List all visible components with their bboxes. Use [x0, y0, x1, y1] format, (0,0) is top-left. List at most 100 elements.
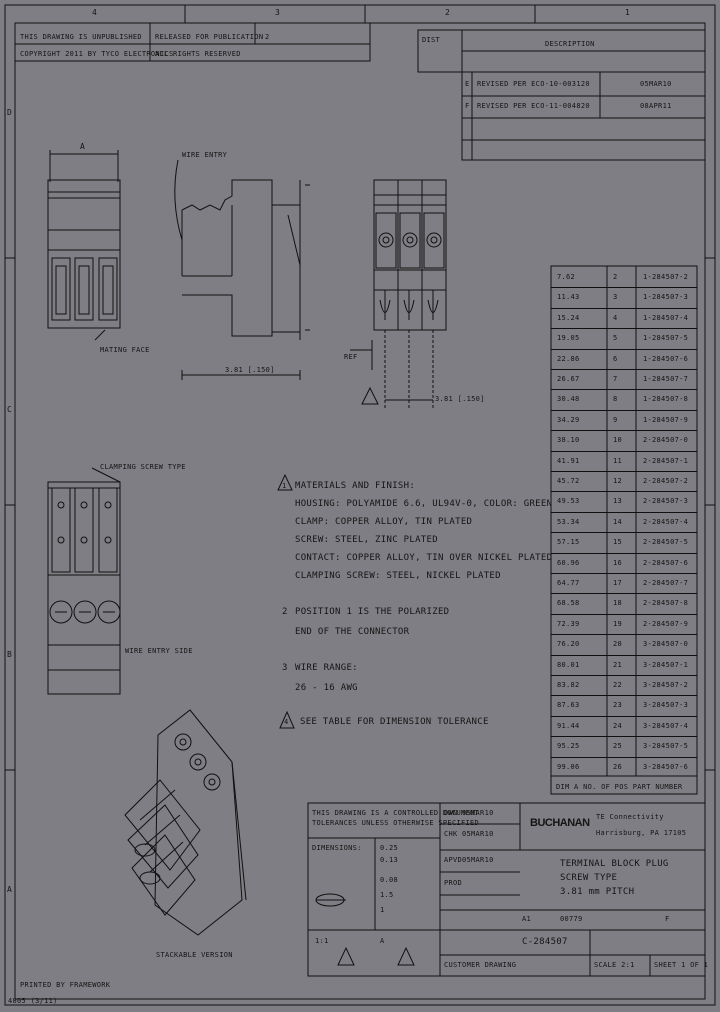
table-cell-pos: 9 — [613, 415, 618, 424]
zone-label-side-c: C — [7, 405, 13, 414]
pitch-dimension-b: 3.81 [.150] — [435, 395, 485, 403]
appd-label: APVD — [444, 856, 463, 864]
zone-label-top-2: 2 — [445, 8, 451, 17]
form-number: 4805 (3/11) — [8, 997, 58, 1005]
table-row-divider — [551, 389, 697, 391]
table-cell-pn: 3-284507-3 — [643, 701, 689, 710]
table-cell-dim: 64.77 — [557, 579, 580, 587]
table-row-divider — [551, 348, 697, 350]
table-cell-pos: 26 — [613, 762, 623, 771]
table-cell-pn: 3-284507-2 — [643, 681, 689, 689]
table-row: 72.39 19 2-284507-9 — [551, 613, 697, 634]
tol-value-4: 1.5 — [380, 891, 394, 899]
table-cell-pos: 5 — [613, 334, 618, 343]
table-cell-pos: 23 — [613, 701, 623, 710]
rev-row-1-ltr: E — [465, 80, 470, 88]
printed-by-note: PRINTED BY FRAMEWORK — [20, 981, 111, 989]
sheet-label: SHEET 1 OF 1 — [654, 961, 709, 969]
dwn-label: DWN — [444, 809, 458, 817]
table-cell-dim: 53.34 — [557, 517, 580, 526]
table-row-divider — [551, 430, 697, 432]
table-cell-pn: 2-284507-9 — [643, 619, 689, 628]
table-row-divider — [551, 695, 697, 697]
zone-label-top-4: 4 — [92, 8, 98, 17]
cage-code: 00779 — [560, 915, 583, 923]
rev-row-2-date: 08APR11 — [640, 102, 672, 110]
rev-row-1-text: REVISED PER ECO-10-003120 — [477, 80, 590, 88]
parts-table-footer: DIM A NO. OF POS PART NUMBER — [556, 783, 683, 791]
note-2-line-2: END OF THE CONNECTOR — [295, 627, 410, 637]
table-cell-pos: 24 — [613, 721, 623, 730]
note-3-line-1: WIRE RANGE: — [295, 663, 358, 673]
rev-row-2-text: REVISED PER ECO-11-004820 — [477, 102, 590, 110]
table-cell-pos: 7 — [613, 375, 618, 383]
drawing-title-line-1: TERMINAL BLOCK PLUG — [560, 859, 669, 869]
table-cell-pn: 1-284507-2 — [643, 273, 689, 281]
table-cell-pos: 10 — [613, 436, 623, 445]
wire-entry-callout: WIRE ENTRY — [182, 151, 228, 159]
table-cell-pn: 3-284507-0 — [643, 640, 689, 649]
table-cell-dim: 76.20 — [557, 640, 580, 649]
note-2-line-1: POSITION 1 IS THE POLARIZED — [295, 607, 450, 617]
copyright-text: COPYRIGHT 2011 BY TYCO ELECTRONICS — [20, 50, 174, 58]
table-row-divider — [551, 511, 697, 513]
table-cell-pos: 14 — [613, 517, 623, 526]
table-row: 26.67 7 1-284507-7 — [551, 369, 697, 389]
table-cell-dim: 72.39 — [557, 619, 580, 628]
table-cell-dim: 45.72 — [557, 477, 580, 485]
table-row-divider — [551, 328, 697, 330]
drawing-number: C-284507 — [522, 937, 568, 947]
table-row-divider — [551, 287, 697, 289]
mating-face-callout: MATING FACE — [100, 346, 150, 354]
prod-label: PROD — [444, 879, 463, 887]
table-row: 53.34 14 2-284507-4 — [551, 511, 697, 532]
dim-a-label: A — [80, 142, 86, 151]
drawing-title-line-2: SCREW TYPE — [560, 873, 618, 883]
note-3-line-2: 26 - 16 AWG — [295, 683, 358, 693]
tol-value-3: 0.08 — [380, 876, 399, 884]
table-cell-dim: 30.48 — [557, 395, 580, 404]
table-cell-pn: 2-284507-4 — [643, 517, 689, 526]
table-cell-dim: 26.67 — [557, 375, 580, 383]
table-cell-pn: 2-284507-6 — [643, 558, 689, 567]
table-cell-pn: 3-284507-4 — [643, 721, 689, 730]
table-cell-dim: 19.05 — [557, 334, 580, 343]
table-cell-dim: 60.96 — [557, 558, 580, 567]
customer-drawing-label: CUSTOMER DRAWING — [444, 961, 517, 969]
size-value: A1 — [522, 915, 532, 923]
table-row-divider — [551, 756, 697, 758]
table-row-divider — [551, 552, 697, 554]
zone-label-top-1: 1 — [625, 8, 631, 17]
table-cell-dim: 87.63 — [557, 701, 580, 710]
table-cell-dim: 7.62 — [557, 273, 576, 281]
table-cell-pos: 8 — [613, 395, 618, 404]
table-row-divider — [551, 593, 697, 595]
tol-value-2: 0.13 — [380, 856, 399, 864]
table-cell-pn: 3-284507-1 — [643, 660, 689, 669]
table-cell-pn: 1-284507-3 — [643, 293, 689, 302]
table-cell-pn: 2-284507-7 — [643, 579, 689, 587]
table-row-divider — [551, 369, 697, 370]
tol-value-5: 1 — [380, 906, 385, 914]
table-cell-pn: 3-284507-5 — [643, 742, 689, 751]
rev-row-2-ltr: F — [465, 102, 470, 110]
company-name: TE Connectivity — [596, 813, 664, 821]
note-4-line-1: SEE TABLE FOR DIMENSION TOLERANCE — [300, 717, 489, 727]
table-cell-pn: 1-284507-7 — [643, 375, 689, 383]
chk-date: 05MAR10 — [462, 830, 494, 838]
table-cell-pos: 19 — [613, 619, 623, 628]
projection-label: 1:1 — [315, 937, 329, 945]
rev-code: 2 — [265, 33, 270, 41]
scale-label: SCALE 2:1 — [594, 961, 635, 969]
zone-label-side-a: A — [7, 885, 13, 894]
zone-label-side-b: B — [7, 650, 13, 659]
pitch-dimension-a: 3.81 [.150] — [225, 366, 275, 374]
